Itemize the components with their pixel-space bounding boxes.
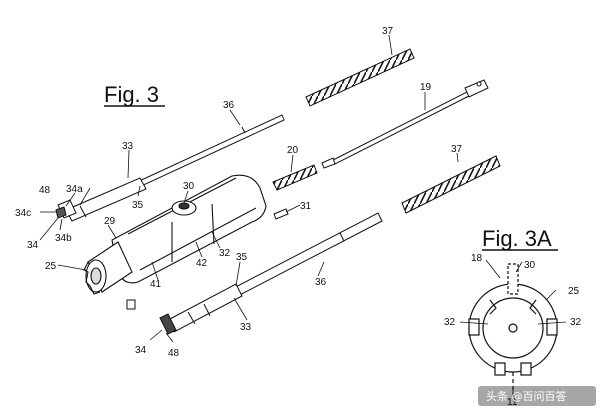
label-33-top: 33 xyxy=(122,141,134,152)
spring-37-middle xyxy=(401,155,501,214)
label-19: 19 xyxy=(420,82,432,93)
label-11: 11 xyxy=(507,397,518,408)
label-32-right: 32 xyxy=(570,317,582,328)
pin-31 xyxy=(273,208,289,220)
fig3-title: Fig. 3 xyxy=(104,82,165,107)
fig3a-cross-section xyxy=(468,263,558,400)
spring-20 xyxy=(272,164,318,191)
leader-lines xyxy=(39,34,567,396)
label-30-fig3a: 30 xyxy=(524,260,536,271)
label-37-mid: 37 xyxy=(451,144,463,155)
label-41: 41 xyxy=(150,279,162,290)
label-48-bot: 48 xyxy=(168,348,180,359)
label-31: 31 xyxy=(300,201,312,212)
watermark: 头条 @百问百答 xyxy=(478,386,596,406)
label-34a: 34a xyxy=(66,184,83,195)
spring-37-top xyxy=(305,48,415,107)
label-20: 20 xyxy=(287,145,299,156)
label-25: 25 xyxy=(45,261,57,272)
label-42: 42 xyxy=(196,258,208,269)
small-part xyxy=(126,299,136,310)
label-32: 32 xyxy=(219,248,231,259)
label-34-bot: 34 xyxy=(135,345,147,356)
rod-36-lower xyxy=(227,212,383,300)
label-32-left: 32 xyxy=(444,317,456,328)
plunger-assembly-33 xyxy=(55,177,147,222)
label-35-bot: 35 xyxy=(236,252,248,263)
guide-rod-19 xyxy=(321,79,489,169)
svg-text:头条 @百问百答: 头条 @百问百答 xyxy=(486,389,567,403)
bolt-head-25 xyxy=(83,241,133,295)
label-48-top: 48 xyxy=(39,185,51,196)
label-29: 29 xyxy=(104,216,116,227)
label-37-top: 37 xyxy=(382,26,394,37)
label-18: 18 xyxy=(471,253,483,264)
fig3a-title: Fig. 3A xyxy=(482,226,558,251)
label-36-top: 36 xyxy=(223,100,235,111)
label-34b: 34b xyxy=(55,233,72,244)
label-30: 30 xyxy=(183,181,195,192)
label-25-fig3a: 25 xyxy=(568,286,580,297)
label-34-top: 34 xyxy=(27,240,39,251)
plunger-33-lower xyxy=(159,283,243,335)
label-34c: 34c xyxy=(15,208,31,219)
svg-text:Fig. 3: Fig. 3 xyxy=(104,82,159,107)
rod-36-upper xyxy=(134,114,285,189)
label-35-top: 35 xyxy=(132,200,144,211)
bolt-carrier-32 xyxy=(111,174,267,284)
label-33-bot: 33 xyxy=(240,322,252,333)
svg-text:Fig. 3A: Fig. 3A xyxy=(482,226,552,251)
reference-labels: 37 36 19 33 20 37 48 34a 30 35 34c 31 29… xyxy=(15,26,582,408)
label-36-bot: 36 xyxy=(315,277,327,288)
